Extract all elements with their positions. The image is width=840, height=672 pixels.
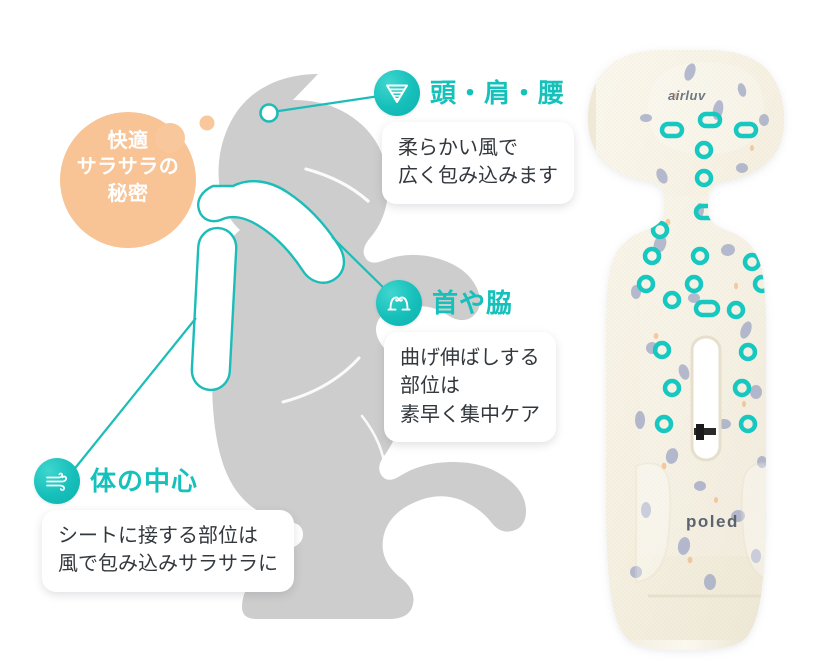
callout-neck-line-2: 部位は <box>400 375 460 398</box>
callout-head[interactable]: 頭・肩・腰 柔らかい風で 広く包み込みます <box>374 70 574 204</box>
callout-core-category: 体の中心 <box>90 466 199 496</box>
connector-head <box>271 93 387 114</box>
callout-head-bubble: 柔らかい風で 広く包み込みます <box>382 122 574 204</box>
product-surface <box>596 50 784 640</box>
secret-blob-dot <box>199 115 215 131</box>
buckle-slot <box>690 335 722 462</box>
connector-core <box>71 317 197 473</box>
callout-core[interactable]: 体の中心 シートに接する部位は 風で包み込みサラサラに <box>34 458 294 592</box>
callout-head-line-2: 広く包み込みます <box>398 165 558 188</box>
head-marker-dot <box>259 103 279 123</box>
arm-crease <box>304 167 370 203</box>
secret-blob-group <box>60 112 215 248</box>
product-seat-liner <box>588 50 784 650</box>
neck-highlight-capsule-body <box>197 180 346 284</box>
product-vent-markers <box>636 111 772 434</box>
leg-crease <box>360 414 388 476</box>
secret-blob-lobe <box>155 123 185 153</box>
callout-head-category: 頭・肩・腰 <box>430 78 566 108</box>
spine-highlight-capsule <box>190 226 238 392</box>
product-orange-flecks <box>653 92 754 564</box>
breeze-swirl-icon <box>34 458 80 504</box>
callout-neck-bubble: 曲げ伸ばしする 部位は 素早く集中ケア <box>384 332 556 443</box>
left-wing <box>635 462 672 584</box>
highlight-shapes <box>190 180 346 392</box>
callout-core-line-2: 風で包み込みサラサラに <box>58 553 278 576</box>
callout-core-bubble: シートに接する部位は 風で包み込みサラサラに <box>42 510 294 592</box>
callout-core-line-1: シートに接する部位は <box>58 525 258 547</box>
callout-head-line-1: 柔らかい風で <box>398 137 518 159</box>
callout-neck-category: 首や脇 <box>432 288 514 318</box>
callout-neck-line-3: 素早く集中ケア <box>400 403 540 426</box>
double-airflow-icon <box>376 280 422 326</box>
callout-neck-line-1: 曲げ伸ばしする <box>400 347 540 369</box>
hip-crease <box>281 356 361 404</box>
wind-funnel-icon <box>374 70 420 116</box>
callout-neck[interactable]: 首や脇 曲げ伸ばしする 部位は 素早く集中ケア <box>376 280 556 443</box>
